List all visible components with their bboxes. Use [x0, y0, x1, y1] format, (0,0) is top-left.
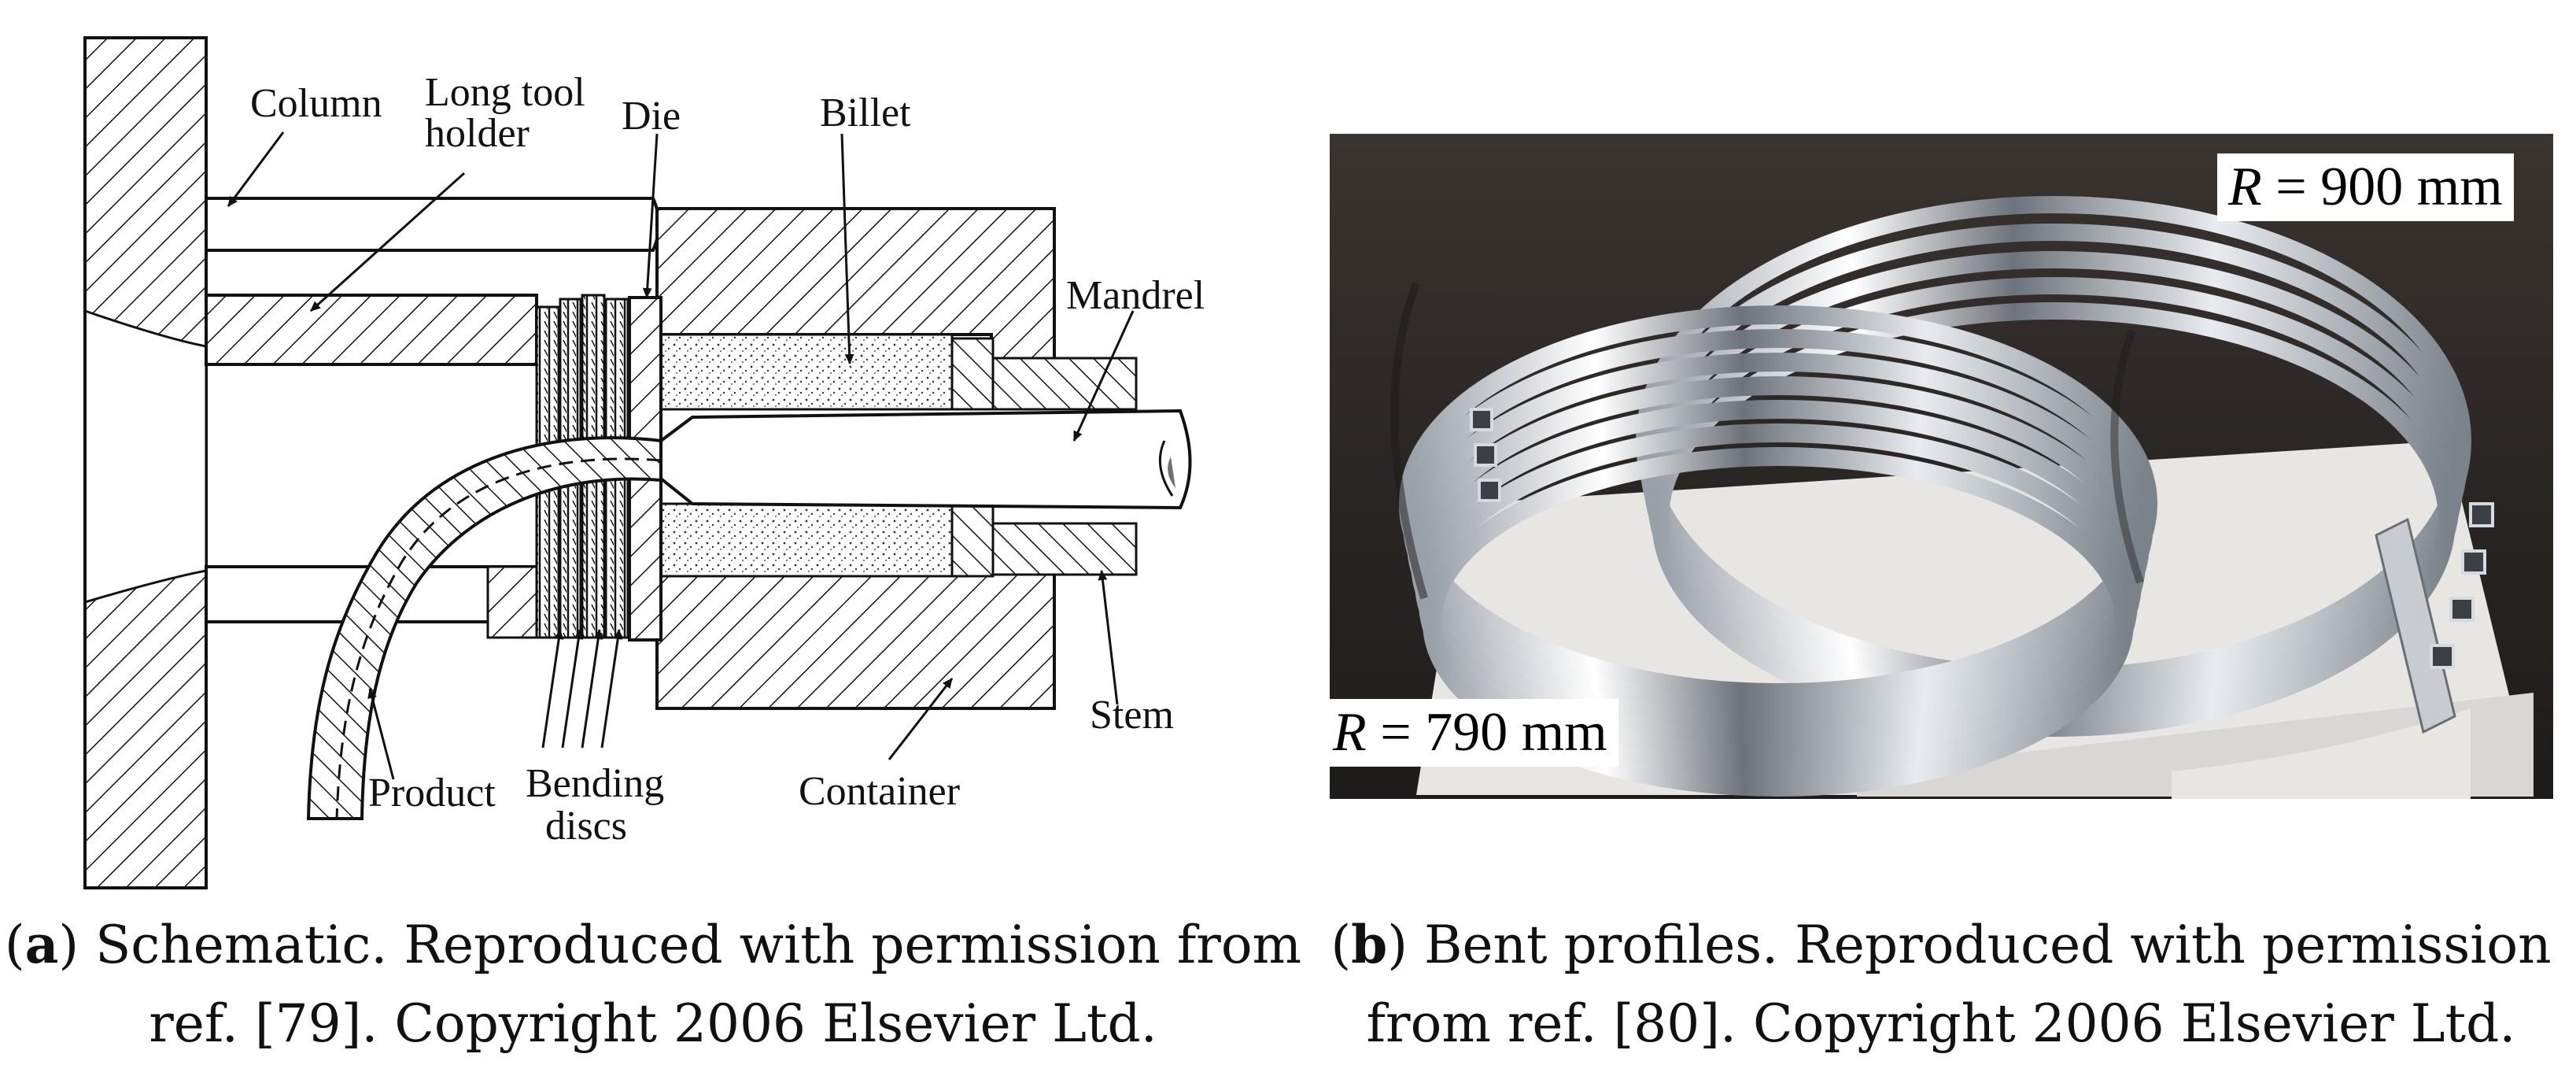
long-tool-holder	[205, 294, 538, 366]
caption-b-letter: b	[1351, 914, 1388, 975]
column-rod	[205, 197, 661, 252]
stem-upper	[950, 337, 995, 411]
radius-label-outer: R = 900 mm	[2217, 153, 2514, 221]
radius-label-inner: R = 790 mm	[1322, 699, 1618, 767]
billet	[659, 333, 954, 411]
short-profile	[2375, 517, 2456, 734]
extrusion-schematic-drawing: Column Long tool holder Die Billet Mandr…	[83, 36, 1205, 889]
caption-a-line-2: ref. [79]. Copyright 2006 Elsevier Ltd.	[149, 993, 1157, 1054]
label-container: Container	[799, 769, 960, 814]
label-product: Product	[368, 771, 496, 815]
radius-outer-value: = 900 mm	[2261, 157, 2503, 217]
bent-profiles-photo	[1330, 134, 2553, 799]
caption-b: (b) Bent profiles. Reproduced with permi…	[1306, 905, 2576, 1063]
caption-a: (a) Schematic. Reproduced with permissio…	[0, 905, 1306, 1063]
leader-lines	[227, 131, 1135, 780]
radius-inner-symbol: R	[1333, 702, 1367, 763]
caption-a-letter: a	[24, 914, 59, 975]
label-billet: Billet	[820, 91, 911, 135]
caption-a-line-1: (a) Schematic. Reproduced with permissio…	[4, 914, 1302, 975]
label-long-tool-holder-1: Long tool	[425, 70, 585, 115]
profile-ends	[1470, 408, 2494, 669]
radius-outer-symbol: R	[2228, 157, 2262, 217]
label-long-tool-holder-2: holder	[425, 111, 530, 156]
inner-rings	[1399, 305, 2157, 797]
caption-b-line-2: from ref. [80]. Copyright 2006 Elsevier …	[1366, 993, 2516, 1054]
label-column: Column	[250, 81, 382, 126]
caption-b-text-1: Bent profiles. Reproduced with permissio…	[1423, 915, 2552, 975]
radius-inner-value: = 790 mm	[1366, 702, 1607, 763]
label-bending-discs-2: discs	[545, 804, 627, 849]
label-die: Die	[622, 94, 681, 139]
caption-a-text-1: Schematic. Reproduced with permission fr…	[95, 915, 1302, 975]
caption-b-line-1: (b) Bent profiles. Reproduced with permi…	[1330, 914, 2552, 975]
mandrel	[659, 409, 1192, 510]
stem-lower	[950, 502, 995, 578]
label-mandrel: Mandrel	[1066, 273, 1205, 318]
product	[306, 436, 662, 820]
label-stem: Stem	[1090, 693, 1174, 738]
panel-b-photo: R = 900 mm R = 790 mm (b) Bent profiles.…	[1306, 0, 2576, 1076]
label-bending-discs-1: Bending	[526, 761, 664, 806]
panel-a-schematic: Column Long tool holder Die Billet Mandr…	[0, 36, 1306, 1063]
